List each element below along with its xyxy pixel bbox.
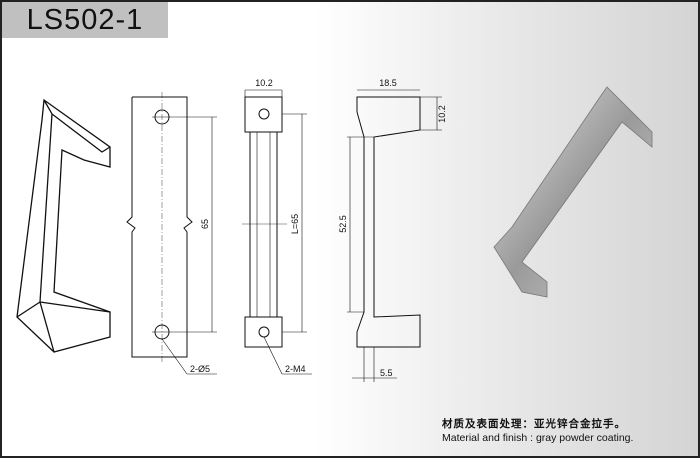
front-view	[126, 92, 217, 375]
dim-profile-height: 10.2	[437, 105, 447, 123]
dim-thread: 2-M4	[285, 364, 306, 374]
dim-hole-spacing: 65	[200, 219, 210, 229]
profile-view	[347, 89, 442, 382]
dim-hole-dia: 2-Ø5	[190, 364, 210, 374]
product-photo	[493, 86, 653, 298]
dim-length: L=65	[290, 214, 300, 234]
side-view	[242, 89, 312, 375]
material-note-cn: 材质及表面处理：亚光锌合金拉手。	[442, 418, 626, 430]
material-note-en: Material and finish : gray powder coatin…	[442, 432, 634, 444]
perspective-view	[16, 98, 111, 353]
dim-inner-length: 52.5	[338, 215, 348, 233]
dim-profile-depth: 18.5	[379, 78, 397, 88]
dim-base: 5.5	[380, 368, 393, 378]
dim-front-width: 10.2	[255, 78, 273, 88]
model-title: LS502-1	[2, 2, 168, 38]
